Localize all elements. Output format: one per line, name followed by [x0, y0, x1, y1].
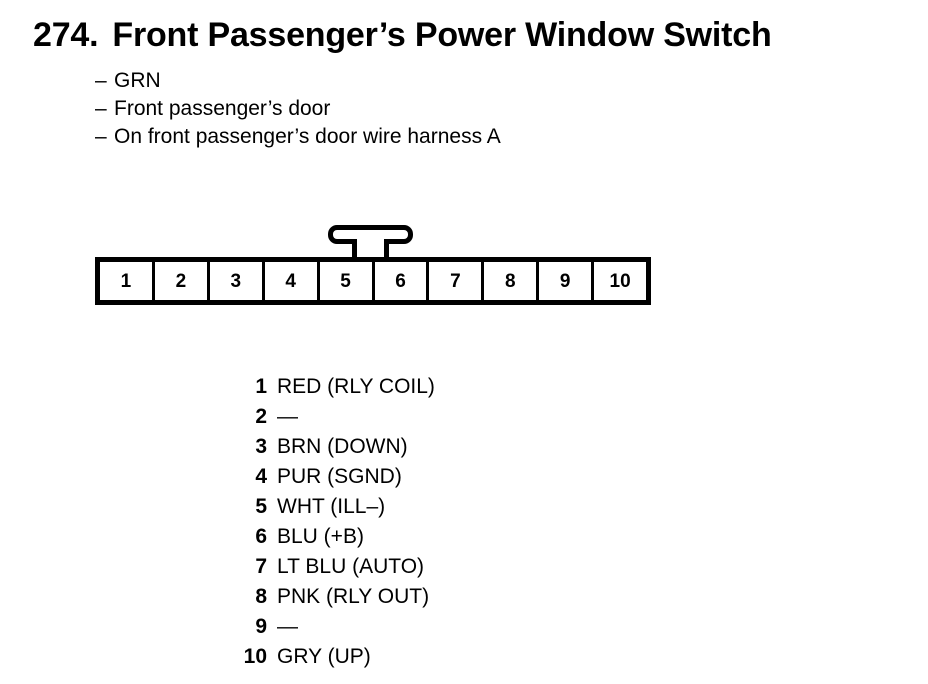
connector-pin-5: 5 — [319, 262, 372, 300]
legend-pin-label: — — [277, 615, 298, 638]
legend-row: 4 PUR (SGND) — [180, 462, 600, 492]
legend-row: 8 PNK (RLY OUT) — [180, 582, 600, 612]
spec-item-color: – GRN — [95, 67, 855, 95]
legend-pin-label: LT BLU (AUTO) — [277, 555, 425, 578]
legend-row: 5 WHT (ILL–) — [180, 492, 600, 522]
connector-pin-10: 10 — [594, 262, 647, 300]
spec-label: GRN — [114, 69, 161, 92]
page-title: 274. Front Passenger’s Power Window Switc… — [33, 14, 913, 56]
header-block: 274. Front Passenger’s Power Window Switc… — [33, 14, 913, 56]
connector-diagram: 1 2 3 4 5 6 7 8 9 10 — [95, 225, 651, 305]
legend-pin-number: 5 — [255, 495, 267, 518]
legend-pin-label: BRN (DOWN) — [277, 435, 408, 458]
legend-pin-label: BLU (+B) — [277, 525, 364, 548]
legend-pin-label: PUR (SGND) — [277, 465, 402, 488]
legend-pin-number: 4 — [255, 465, 267, 488]
pin-legend: 1 RED (RLY COIL) 2 — 3 BRN (DOWN) 4 PUR … — [180, 372, 600, 672]
legend-pin-number: 9 — [255, 615, 267, 638]
legend-pin-number: 8 — [255, 585, 267, 608]
connector-pin-8: 8 — [484, 262, 537, 300]
legend-row: 1 RED (RLY COIL) — [180, 372, 600, 402]
connector-pin-4: 4 — [264, 262, 317, 300]
legend-pin-label: RED (RLY COIL) — [277, 375, 435, 398]
legend-row: 2 — — [180, 402, 600, 432]
connector-latch-tab-icon — [328, 225, 413, 259]
spec-label: Front passenger’s door — [114, 97, 331, 120]
legend-row: 7 LT BLU (AUTO) — [180, 552, 600, 582]
legend-pin-label: GRY (UP) — [277, 645, 371, 668]
spec-label: On front passenger’s door wire harness A — [114, 125, 501, 148]
legend-row: 10 GRY (UP) — [180, 642, 600, 672]
legend-pin-number: 7 — [255, 555, 267, 578]
connector-pin-1: 1 — [100, 262, 152, 300]
legend-pin-number: 10 — [243, 645, 267, 668]
connector-pin-6: 6 — [374, 262, 427, 300]
legend-pin-label: PNK (RLY OUT) — [277, 585, 430, 608]
connector-pin-9: 9 — [539, 262, 592, 300]
spec-item-location: – Front passenger’s door — [95, 95, 855, 123]
connector-pin-7: 7 — [429, 262, 482, 300]
connector-pin-2: 2 — [154, 262, 207, 300]
page-title-number: 274. — [33, 16, 99, 54]
dash-bullet-icon: – — [95, 97, 107, 120]
legend-row: 9 — — [180, 612, 600, 642]
legend-pin-number: 2 — [255, 405, 267, 428]
page-title-text: Front Passenger’s Power Window Switch — [112, 16, 772, 54]
legend-pin-number: 1 — [255, 375, 267, 398]
legend-pin-number: 6 — [255, 525, 267, 548]
legend-row: 6 BLU (+B) — [180, 522, 600, 552]
connector-pin-3: 3 — [209, 262, 262, 300]
dash-bullet-icon: – — [95, 69, 107, 92]
spec-list: – GRN – Front passenger’s door – On fron… — [95, 67, 855, 151]
spec-item-harness: – On front passenger’s door wire harness… — [95, 123, 855, 151]
connector-body: 1 2 3 4 5 6 7 8 9 10 — [95, 257, 651, 305]
legend-row: 3 BRN (DOWN) — [180, 432, 600, 462]
legend-pin-label: WHT (ILL–) — [277, 495, 386, 518]
legend-pin-number: 3 — [255, 435, 267, 458]
dash-bullet-icon: – — [95, 125, 107, 148]
legend-pin-label: — — [277, 405, 298, 428]
latch-stem — [352, 239, 389, 259]
